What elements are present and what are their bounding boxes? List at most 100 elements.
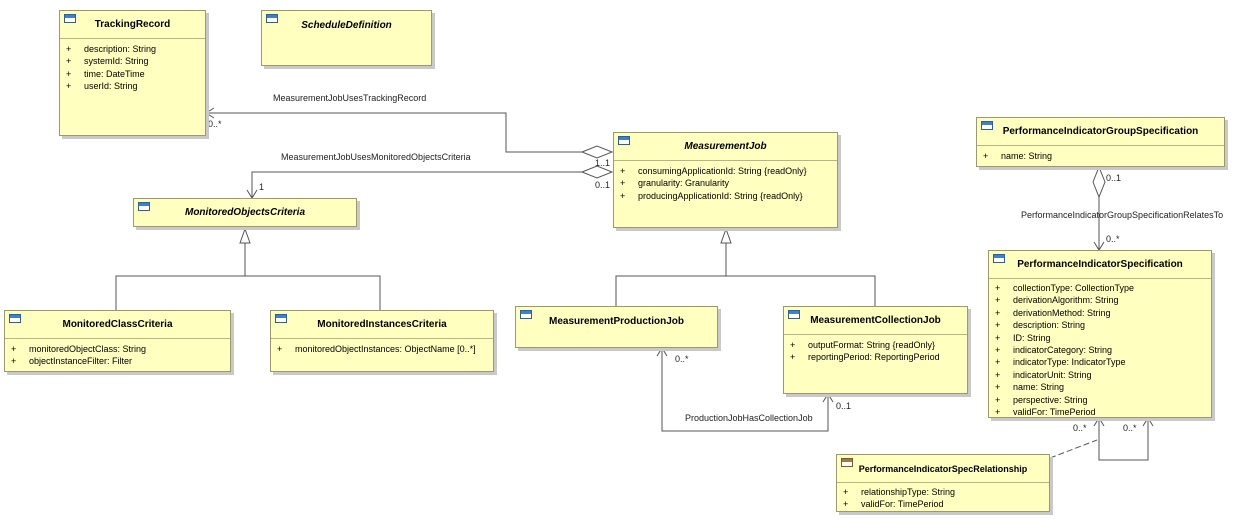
assoc-job-tracking-diamond bbox=[580, 145, 614, 159]
class-measurement-production-job[interactable]: MeasurementProductionJob bbox=[515, 306, 718, 348]
class-monitored-class-criteria[interactable]: MonitoredClassCriteria +monitoredObjectC… bbox=[4, 310, 231, 372]
attribute: +relationshipType: String bbox=[843, 487, 956, 497]
class-icon bbox=[618, 136, 630, 145]
attribute-list: +outputFormat: String {readOnly} +report… bbox=[784, 335, 967, 368]
class-icon bbox=[9, 314, 21, 323]
assoc-spec-self-left-mult: 0..* bbox=[1073, 423, 1087, 433]
assoc-spec-self-arrow-b bbox=[1142, 417, 1154, 427]
attribute: +derivationAlgorithm: String bbox=[995, 295, 1119, 306]
class-name: MeasurementJob bbox=[684, 141, 767, 152]
attribute: +outputFormat: String {readOnly} bbox=[790, 340, 936, 350]
attribute: +monitoredObjectInstances: ObjectName [0… bbox=[277, 344, 476, 354]
class-schedule-definition[interactable]: ScheduleDefinition bbox=[261, 10, 432, 66]
attribute-list: +name: String bbox=[977, 146, 1224, 166]
assoc-group-spec-source-mult: 0..1 bbox=[1106, 173, 1121, 183]
class-tracking-record[interactable]: TrackingRecord +description: String +sys… bbox=[59, 10, 206, 136]
attribute: +consumingApplicationId: String {readOnl… bbox=[620, 166, 807, 176]
class-header: PerformanceIndicatorGroupSpecification bbox=[977, 118, 1224, 146]
attribute: +indicatorType: IndicatorType bbox=[995, 357, 1126, 368]
class-header: PerformanceIndicatorSpecification bbox=[989, 251, 1211, 279]
assoc-spec-self-line bbox=[1098, 418, 1149, 461]
class-name: MonitoredInstancesCriteria bbox=[317, 319, 447, 330]
class-pi-group-spec[interactable]: PerformanceIndicatorGroupSpecification +… bbox=[976, 117, 1225, 167]
assoc-job-tracking-line bbox=[206, 112, 582, 153]
assoc-job-criteria-label: MeasurementJobUsesMonitoredObjectsCriter… bbox=[281, 152, 471, 162]
class-name: TrackingRecord bbox=[94, 19, 171, 30]
class-name: ScheduleDefinition bbox=[301, 19, 392, 31]
attribute: +description: String bbox=[66, 44, 157, 54]
attribute: +objectInstanceFilter: Filter bbox=[11, 356, 133, 367]
assoc-job-tracking-source-mult: 1..1 bbox=[595, 158, 610, 168]
attribute-list: +collectionType: CollectionType +derivat… bbox=[989, 279, 1211, 422]
assoc-job-criteria-line bbox=[251, 171, 582, 198]
assoc-spec-self-right-mult: 0..* bbox=[1123, 423, 1137, 433]
attribute: +name: String bbox=[983, 151, 1053, 161]
class-measurement-collection-job[interactable]: MeasurementCollectionJob +outputFormat: … bbox=[783, 306, 968, 394]
class-pi-spec[interactable]: PerformanceIndicatorSpecification +colle… bbox=[988, 250, 1212, 418]
attribute-list: +consumingApplicationId: String {readOnl… bbox=[614, 161, 837, 206]
assoc-job-criteria-target-mult: 1 bbox=[259, 182, 264, 192]
class-pi-spec-relationship[interactable]: PerformanceIndicatorSpecRelationship +re… bbox=[836, 454, 1050, 512]
attribute: +ID: String bbox=[995, 332, 1051, 343]
class-header: MeasurementCollectionJob bbox=[784, 307, 967, 335]
attribute-list: +relationshipType: String +validFor: Tim… bbox=[837, 483, 1049, 515]
class-monitored-instances-criteria[interactable]: MonitoredInstancesCriteria +monitoredObj… bbox=[270, 310, 494, 372]
class-name: PerformanceIndicatorSpecRelationship bbox=[858, 463, 1028, 474]
class-header: TrackingRecord bbox=[60, 11, 205, 39]
class-header: MeasurementProductionJob bbox=[516, 307, 717, 335]
attribute-list: +monitoredObjectInstances: ObjectName [0… bbox=[271, 339, 493, 359]
assoc-prod-coll-arrow-b bbox=[822, 393, 834, 403]
assoc-job-tracking-arrow bbox=[205, 107, 215, 119]
attribute: +time: DateTime bbox=[66, 68, 145, 79]
attribute-list: +monitoredObjectClass: String +objectIns… bbox=[5, 339, 230, 372]
attribute: +validFor: TimePeriod bbox=[995, 407, 1096, 418]
attribute: +producingApplicationId: String {readOnl… bbox=[620, 190, 803, 201]
assoc-prod-coll-label: ProductionJobHasCollectionJob bbox=[685, 413, 813, 423]
assoc-job-tracking-target-mult: 0..* bbox=[208, 119, 222, 129]
attribute: +indicatorCategory: String bbox=[995, 345, 1113, 356]
class-icon bbox=[64, 14, 76, 23]
assoc-class-link bbox=[1049, 439, 1098, 459]
attribute: +granularity: Granularity bbox=[620, 178, 730, 189]
gen-jobs-tree bbox=[615, 275, 876, 306]
attribute: +perspective: String bbox=[995, 394, 1088, 405]
class-icon bbox=[266, 14, 278, 23]
class-icon bbox=[520, 310, 532, 319]
class-icon bbox=[993, 254, 1005, 263]
class-header: MeasurementJob bbox=[614, 133, 837, 161]
assoc-job-tracking-label: MeasurementJobUsesTrackingRecord bbox=[273, 93, 426, 103]
attribute-list: +description: String +systemId: String +… bbox=[60, 39, 205, 97]
assoc-job-criteria-diamond bbox=[580, 165, 614, 179]
assoc-spec-self-arrow-a bbox=[1093, 417, 1105, 427]
class-name: MonitoredClassCriteria bbox=[62, 319, 173, 330]
assoc-group-spec-target-mult: 0..* bbox=[1106, 234, 1120, 244]
attribute: +validFor: TimePeriod bbox=[843, 499, 944, 510]
class-name: MeasurementProductionJob bbox=[548, 315, 685, 327]
attribute: +collectionType: CollectionType bbox=[995, 283, 1135, 293]
assoc-group-spec-diamond bbox=[1092, 165, 1106, 199]
assoc-prod-coll-arrow-a bbox=[656, 347, 668, 357]
class-measurement-job[interactable]: MeasurementJob +consumingApplicationId: … bbox=[613, 132, 838, 228]
class-name: MonitoredObjectsCriteria bbox=[184, 207, 306, 218]
attribute: +reportingPeriod: ReportingPeriod bbox=[790, 352, 940, 363]
gen-criteria-tree bbox=[115, 275, 381, 310]
class-name: PerformanceIndicatorSpecification bbox=[1017, 259, 1183, 270]
class-header: MonitoredClassCriteria bbox=[5, 311, 230, 339]
attribute: +indicatorUnit: String bbox=[995, 369, 1092, 380]
class-icon bbox=[788, 310, 800, 319]
assoc-prod-coll-production-mult: 0..* bbox=[675, 354, 689, 364]
attribute: +systemId: String bbox=[66, 56, 149, 67]
class-header: MonitoredObjectsCriteria bbox=[134, 199, 356, 226]
class-icon bbox=[981, 121, 993, 130]
class-header: PerformanceIndicatorSpecRelationship bbox=[837, 455, 1049, 483]
class-icon bbox=[275, 314, 287, 323]
attribute: +monitoredObjectClass: String bbox=[11, 344, 147, 354]
attribute: +name: String bbox=[995, 382, 1065, 393]
assoc-job-criteria-source-mult: 0..1 bbox=[595, 180, 610, 190]
gen-jobs-triangle bbox=[720, 227, 732, 244]
attribute: +description: String bbox=[995, 320, 1086, 331]
assoc-prod-coll-collection-mult: 0..1 bbox=[836, 401, 851, 411]
class-monitored-objects-criteria[interactable]: MonitoredObjectsCriteria bbox=[133, 198, 357, 227]
assoc-group-spec-label: PerformanceIndicatorGroupSpecificationRe… bbox=[1021, 210, 1223, 220]
